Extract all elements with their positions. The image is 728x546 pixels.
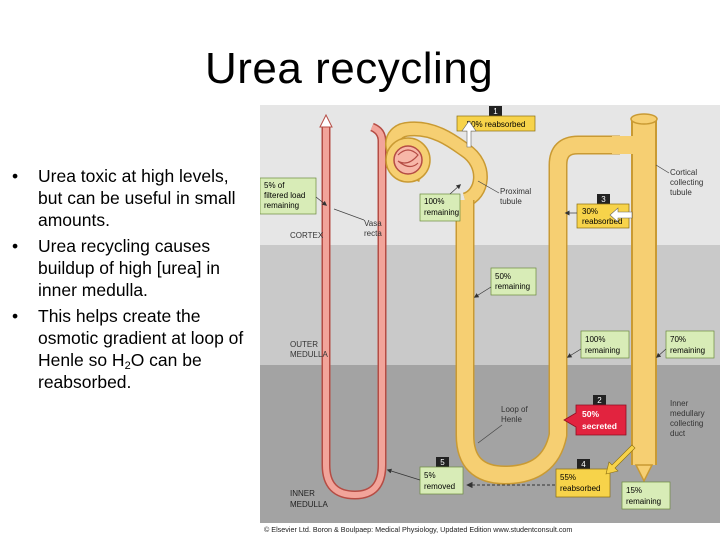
inner-medulla-label-1: INNER bbox=[290, 489, 315, 498]
remaining-100-b-line2: remaining bbox=[585, 346, 620, 355]
proximal-tubule-label-2: tubule bbox=[500, 197, 522, 206]
credit-strip bbox=[260, 523, 720, 535]
proximal-tubule-label-1: Proximal bbox=[500, 187, 531, 196]
step-1-badge bbox=[489, 106, 502, 116]
reabsorbed-50-text: 50% reabsorbed bbox=[467, 120, 526, 129]
outer-medulla-label-1: OUTER bbox=[290, 340, 318, 349]
inner-medullary-label-1: Inner bbox=[670, 399, 689, 408]
bullet-dot: • bbox=[12, 236, 19, 256]
inner-medullary-label-2: medullary bbox=[670, 409, 705, 418]
remaining-70-line1: 70% bbox=[670, 335, 686, 344]
filtered-load-line1: 5% of bbox=[264, 181, 285, 190]
step-4-number: 4 bbox=[581, 460, 586, 469]
remaining-70-box bbox=[665, 330, 715, 359]
bullet-text: This helps create the osmotic gradient a… bbox=[38, 306, 244, 370]
reabsorption-arrow-1 bbox=[461, 120, 477, 148]
bullet-item: • This helps create the osmotic gradient … bbox=[6, 305, 246, 393]
cortical-collecting-label-1: Cortical bbox=[670, 168, 697, 177]
removed-5-box bbox=[419, 466, 464, 495]
remaining-15-line2: remaining bbox=[626, 497, 661, 506]
loop-of-henle-fill bbox=[457, 137, 620, 483]
inner-medullary-label-3: collecting bbox=[670, 419, 703, 428]
loop-of-henle-pointer bbox=[477, 424, 503, 444]
remaining-100-a-line2: remaining bbox=[424, 208, 459, 217]
loop-of-henle-label-1: Loop of bbox=[501, 405, 528, 414]
remaining-100-a-line1: 100% bbox=[424, 197, 444, 206]
remaining-100-a-pointer bbox=[449, 184, 462, 195]
remaining-50-box bbox=[490, 267, 537, 296]
bullet-dot: • bbox=[12, 166, 19, 186]
bullet-text: Urea recycling causes buildup of high [u… bbox=[38, 236, 220, 300]
step-2-number: 2 bbox=[597, 396, 602, 405]
secreted-50-line2: secreted bbox=[582, 421, 617, 431]
cortical-collecting-pointer bbox=[655, 164, 670, 174]
bullet-item: • Urea recycling causes buildup of high [… bbox=[6, 235, 246, 301]
loop-of-henle-label-2: Henle bbox=[501, 415, 522, 424]
remaining-15-line1: 15% bbox=[626, 486, 642, 495]
step-5-badge bbox=[436, 457, 449, 467]
reabsorption-arrow-3 bbox=[609, 207, 633, 223]
reabsorbed-55-box bbox=[555, 468, 611, 498]
vasa-recta-label-1: Vasa bbox=[364, 219, 382, 228]
inner-medulla-label-2: MEDULLA bbox=[290, 500, 328, 509]
filtered-load-box bbox=[260, 177, 317, 215]
cortical-collecting-label-3: tubule bbox=[670, 188, 692, 197]
remaining-70-pointer bbox=[655, 348, 667, 358]
remaining-100-a-box bbox=[419, 193, 461, 222]
remaining-100-b-box bbox=[580, 330, 630, 359]
subscript-2: 2 bbox=[124, 360, 131, 372]
vasa-recta-fill bbox=[323, 124, 385, 498]
cortex-label: CORTEX bbox=[290, 231, 324, 240]
copyright-credit: © Elsevier Ltd. Boron & Boulpaep: Medica… bbox=[264, 525, 572, 534]
bullet-text-end: O can be reabsorbed. bbox=[38, 350, 202, 392]
bullet-item: • Urea toxic at high levels, but can be u… bbox=[6, 165, 246, 231]
vasa-recta-label-2: recta bbox=[364, 229, 382, 238]
secreted-50-box bbox=[563, 404, 627, 436]
remaining-100-b-line1: 100% bbox=[585, 335, 605, 344]
step-1-number: 1 bbox=[493, 107, 498, 116]
removed-5-line2: removed bbox=[424, 482, 455, 491]
reabsorption-arrow-4 bbox=[605, 444, 636, 475]
step-4-badge bbox=[577, 459, 590, 469]
outer-medulla-label-2: MEDULLA bbox=[290, 350, 328, 359]
step-5-number: 5 bbox=[440, 458, 445, 467]
vasa-recta-pointer bbox=[333, 208, 365, 221]
vasa-recta-arrowhead bbox=[319, 113, 333, 128]
remaining-100-b-pointer bbox=[566, 348, 582, 358]
reabsorbed-30-line1: 30% bbox=[582, 207, 598, 216]
reabsorbed-50-box bbox=[456, 115, 536, 132]
step-3-badge bbox=[597, 194, 610, 204]
loop-duct-join bbox=[612, 136, 634, 154]
glomerulus-capillaries bbox=[397, 149, 419, 168]
removed-5-pointer bbox=[386, 468, 421, 481]
urea-recycling-diagram: CORTEX OUTER MEDULLA INNER MEDULLA Vasa … bbox=[260, 105, 720, 535]
collecting-duct-top bbox=[630, 113, 658, 125]
bullet-text: Urea toxic at high levels, but can be us… bbox=[38, 166, 236, 230]
step-3-number: 3 bbox=[601, 195, 606, 204]
collecting-duct-outflow-arrow bbox=[634, 464, 654, 483]
step-2-badge bbox=[593, 395, 606, 405]
proximal-tubule-pointer bbox=[477, 180, 500, 194]
filtered-load-line3: remaining bbox=[264, 201, 299, 210]
cortical-collecting-label-2: collecting bbox=[670, 178, 703, 187]
bullet-list: • Urea toxic at high levels, but can be u… bbox=[6, 165, 246, 397]
remaining-50-line1: 50% bbox=[495, 272, 511, 281]
slide-title: Urea recycling bbox=[205, 44, 494, 93]
remaining-70-line2: remaining bbox=[670, 346, 705, 355]
reabsorbed-55-line2: reabsorbed bbox=[560, 484, 600, 493]
remaining-50-line2: remaining bbox=[495, 282, 530, 291]
reabsorbed-30-line2: reabsorbed bbox=[582, 217, 622, 226]
filtered-load-line2: filtered load bbox=[264, 191, 305, 200]
remaining-15-box bbox=[621, 481, 671, 510]
secreted-50-line1: 50% bbox=[582, 409, 599, 419]
inner-medullary-label-4: duct bbox=[670, 429, 686, 438]
filtered-load-pointer bbox=[315, 196, 328, 206]
collecting-duct bbox=[633, 119, 655, 465]
remaining-50-pointer bbox=[473, 286, 492, 298]
reabsorbed-55-line1: 55% bbox=[560, 473, 576, 482]
removed-5-line1: 5% bbox=[424, 471, 436, 480]
bullet-dot: • bbox=[12, 306, 19, 326]
